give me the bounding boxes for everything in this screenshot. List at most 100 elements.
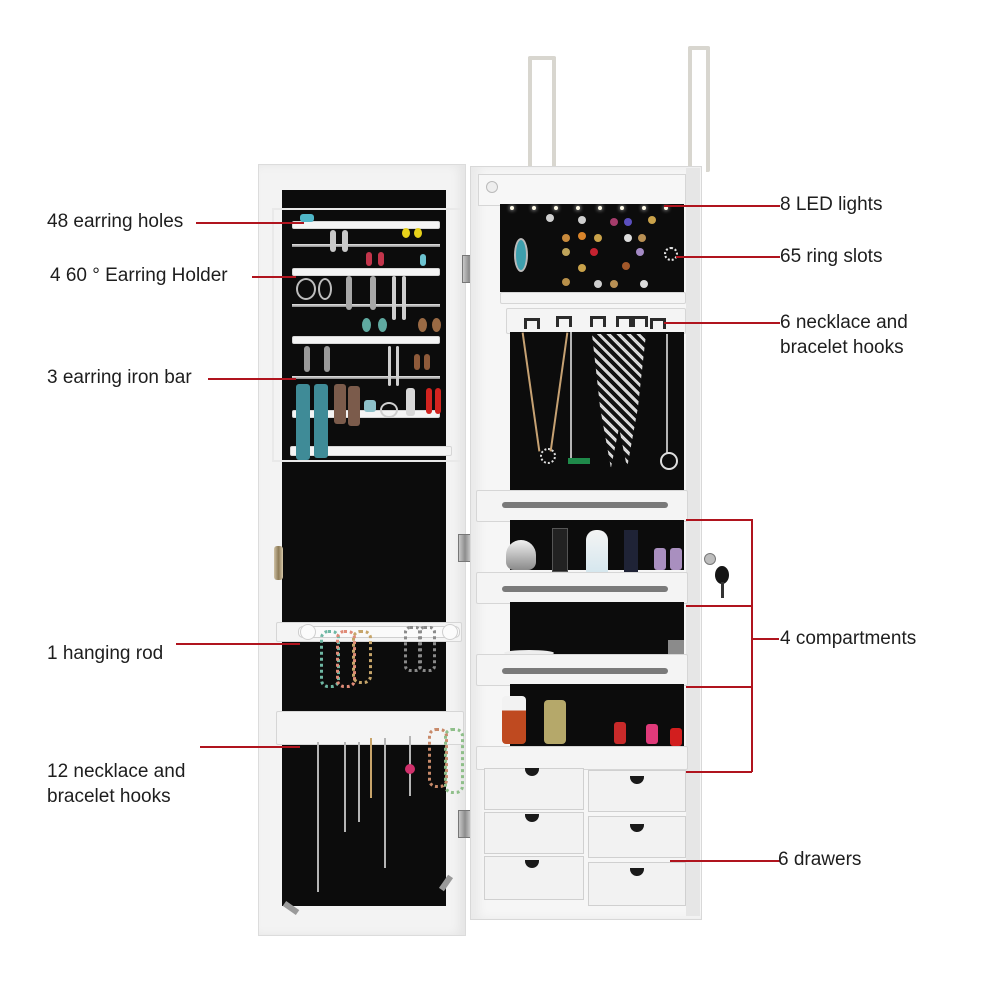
ring-turquoise	[514, 238, 528, 272]
nail-polish	[670, 728, 682, 746]
bottle	[654, 548, 666, 570]
leader-door-hooks	[200, 746, 300, 748]
callout-earring-iron-bar: 3 earring iron bar	[47, 367, 192, 388]
bottle	[670, 548, 682, 570]
ring	[610, 218, 618, 226]
bracket-compartment-2	[686, 605, 752, 607]
bottle	[624, 530, 638, 572]
ring	[624, 218, 632, 226]
earring-leaf	[348, 386, 360, 426]
earring-holder-1	[292, 221, 440, 229]
led-light	[510, 206, 514, 210]
earring	[435, 388, 441, 414]
necklace-hook	[632, 316, 648, 327]
callout-cabinet-hooks-line1: 6 necklace and	[780, 312, 908, 333]
drawer-pull	[525, 814, 539, 822]
nail-polish	[614, 722, 626, 744]
leader-ring-slots	[676, 256, 780, 258]
bottle	[586, 530, 608, 576]
ring	[638, 234, 646, 242]
pendant-helm	[540, 448, 556, 464]
ring	[622, 262, 630, 270]
necklace	[570, 332, 572, 462]
callout-door-hooks-line2: bracelet hooks	[47, 786, 171, 807]
leader-hanging-rod	[176, 643, 300, 645]
earring	[414, 228, 422, 238]
led-switch	[486, 181, 498, 193]
drawer-pull	[630, 824, 644, 832]
necklace-hook	[590, 316, 606, 327]
callout-door-hooks-line1: 12 necklace and	[47, 761, 186, 782]
callout-led-lights: 8 LED lights	[780, 194, 883, 215]
necklace-hook	[524, 318, 540, 329]
lock	[704, 553, 716, 565]
necklace	[384, 738, 386, 868]
bracket-compartments-vertical	[751, 519, 753, 772]
earring	[396, 346, 399, 386]
leader-earring-holder	[252, 276, 296, 278]
earring-holder-3	[292, 336, 440, 344]
shelf-slot	[502, 586, 668, 592]
earring	[362, 318, 371, 332]
over-door-hanger-left	[528, 56, 556, 172]
pendant	[405, 764, 415, 774]
leader-cabinet-hooks	[664, 322, 780, 324]
drawer-pull	[630, 776, 644, 784]
necklace-hook	[650, 318, 666, 329]
pendant-green	[568, 458, 590, 464]
bottle	[544, 700, 566, 744]
ring	[546, 214, 554, 222]
key-icon	[715, 566, 729, 584]
earring-hoop	[380, 402, 398, 418]
leader-earring-holes	[196, 222, 304, 224]
bracket-compartment-4	[686, 771, 752, 773]
leader-compartments	[751, 638, 779, 640]
pendant-heart	[660, 452, 678, 470]
earring	[324, 346, 330, 372]
led-strip	[478, 174, 686, 206]
bracket-compartment-1	[686, 519, 752, 521]
earring-frame-bottom	[290, 446, 452, 456]
led-light	[576, 206, 580, 210]
led-light	[664, 206, 668, 210]
drawer-pull	[525, 768, 539, 776]
compartment-2	[510, 602, 684, 654]
bracelet	[352, 630, 372, 684]
earring-holder-2	[292, 268, 440, 276]
ring	[562, 278, 570, 286]
drawer-pull	[525, 860, 539, 868]
drawer-2	[588, 770, 686, 812]
shelf-slot	[502, 502, 668, 508]
ring	[594, 280, 602, 288]
shelf-slot	[502, 668, 668, 674]
necklace-hook	[616, 316, 632, 327]
necklace	[344, 742, 346, 832]
earring-feather	[314, 384, 328, 458]
earring	[378, 318, 387, 332]
earring	[346, 276, 352, 310]
callout-earring-holder: 4 60 ° Earring Holder	[50, 265, 228, 286]
earring	[414, 354, 420, 370]
earring-feather	[296, 384, 310, 460]
earring	[388, 346, 391, 386]
callout-compartments: 4 compartments	[780, 628, 917, 649]
led-light	[554, 206, 558, 210]
earring	[364, 400, 376, 412]
callout-hanging-rod: 1 hanging rod	[47, 643, 164, 664]
necklace-hook	[556, 316, 572, 327]
leader-earring-iron-bar	[208, 378, 296, 380]
bracket-compartment-3	[686, 686, 752, 688]
earring	[402, 276, 406, 320]
earring	[342, 230, 348, 252]
bottle	[502, 696, 526, 744]
drawer-4	[588, 816, 686, 858]
callout-ring-slots: 65 ring slots	[780, 246, 883, 267]
leader-drawers	[670, 860, 780, 862]
door-velvet-panel	[282, 190, 446, 906]
earring-iron-bar-1	[292, 244, 440, 247]
door-latch	[274, 546, 283, 580]
necklace	[317, 742, 319, 892]
earring-hoop	[318, 278, 332, 300]
earring	[300, 214, 314, 222]
drawer-pull	[630, 868, 644, 876]
